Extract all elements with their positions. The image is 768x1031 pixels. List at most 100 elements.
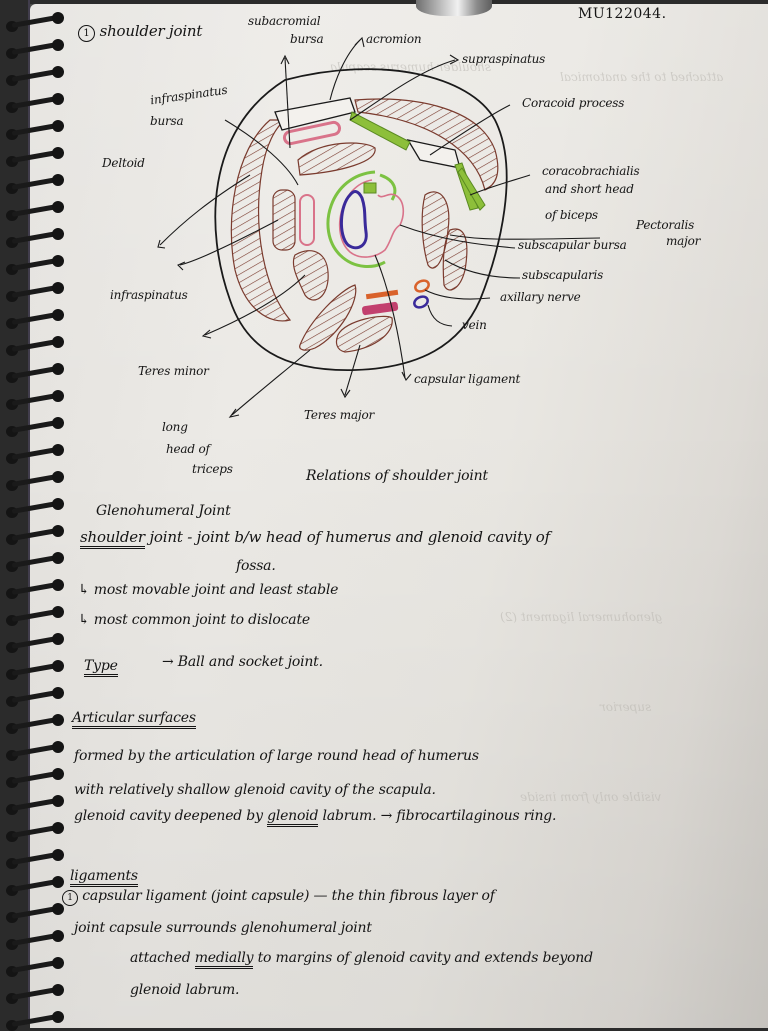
spiral-coil	[6, 579, 64, 599]
spiral-coil	[6, 417, 64, 437]
label-subacromial-bursa: bursa	[290, 32, 324, 46]
spiral-coil	[6, 633, 64, 653]
definition-text: joint - joint b/w head of humerus and gl…	[149, 528, 550, 546]
diagram-caption: Relations of shoulder joint	[306, 468, 488, 484]
label-capsular-ligament: capsular ligament	[414, 372, 521, 386]
spiral-coil	[6, 957, 64, 977]
section-title-glenohumeral: Glenohumeral Joint	[96, 503, 231, 519]
spiral-coil	[6, 552, 64, 572]
spiral-coil	[6, 174, 64, 194]
definition-term: shoulder	[80, 528, 145, 549]
label-subacromial: subacromial	[248, 14, 321, 28]
definition-line-1: shoulder joint - joint b/w head of humer…	[80, 528, 550, 549]
ligament-1-line-2: joint capsule surrounds glenohumeral joi…	[74, 920, 372, 936]
spiral-coil	[6, 471, 64, 491]
spiral-coil	[6, 39, 64, 59]
articular-surfaces-title: Articular surfaces	[72, 710, 196, 729]
articular-text: glenoid cavity deepened by	[74, 808, 263, 824]
label-coracobrachialis: coracobrachialis	[542, 164, 640, 178]
label-teres-minor: Teres minor	[138, 364, 209, 378]
label-subscapular-bursa: subscapular bursa	[518, 238, 627, 252]
spiral-coil	[6, 660, 64, 680]
ligament-1-line-4: glenoid labrum.	[130, 982, 240, 998]
type-label-text: Type	[84, 658, 118, 677]
spiral-coil	[6, 228, 64, 248]
label-infraspinatus: infraspinatus	[110, 288, 188, 302]
label-coracobrachialis-2: and short head	[545, 182, 634, 196]
bullet-text: most common joint to dislocate	[93, 612, 310, 628]
ligament-text: attached	[130, 950, 191, 966]
definition-line-2: fossa.	[236, 558, 276, 574]
spiral-coil	[6, 687, 64, 707]
page-heading: 1 shoulder joint	[78, 22, 202, 42]
spiral-coil	[6, 93, 64, 113]
label-long-head-triceps-3: triceps	[192, 462, 233, 476]
label-coracobrachialis-3: of biceps	[545, 208, 598, 222]
label-infraspinatus-bursa-2: bursa	[150, 114, 184, 128]
spiral-coil	[6, 498, 64, 518]
label-teres-major: Teres major	[304, 408, 374, 422]
articular-line-2: with relatively shallow glenoid cavity o…	[74, 782, 436, 798]
spiral-coil	[6, 822, 64, 842]
spiral-coil	[6, 606, 64, 626]
spiral-coil	[6, 336, 64, 356]
label-coracoid-process: Coracoid process	[522, 96, 625, 110]
spiral-coil	[6, 444, 64, 464]
bullet-arrow-icon: ↳	[78, 582, 90, 598]
ligament-1-line-3: attached medially to margins of glenoid …	[130, 950, 593, 969]
label-pectoralis-major: major	[666, 234, 701, 248]
spiral-coil	[6, 120, 64, 140]
label-deltoid: Deltoid	[102, 156, 145, 170]
bullet-item-2: ↳ most common joint to dislocate	[78, 612, 310, 628]
spiral-coil	[6, 795, 64, 815]
label-supraspinatus: supraspinatus	[462, 52, 546, 66]
student-id: MU122044.	[578, 6, 667, 22]
ligaments-title-text: ligaments	[70, 868, 138, 887]
label-vein: vein	[462, 318, 487, 332]
spiral-coil	[6, 849, 64, 869]
bullet-arrow-icon: ↳	[78, 612, 90, 628]
label-subscapularis: subscapularis	[522, 268, 604, 282]
ligament-text: to margins of glenoid cavity and extends…	[257, 950, 593, 966]
binder-clip	[416, 0, 492, 16]
heading-text: shoulder joint	[99, 22, 203, 40]
binding-line	[28, 0, 30, 1024]
spiral-coil	[6, 201, 64, 221]
label-pectoralis: Pectoralis	[636, 218, 695, 232]
label-axillary-nerve: axillary nerve	[500, 290, 581, 304]
spiral-coil	[6, 903, 64, 923]
label-long-head-triceps-1: long	[162, 420, 188, 434]
spiral-coil	[6, 147, 64, 167]
spiral-binding	[0, 0, 80, 1031]
ligament-1-line-1: 1 capsular ligament (joint capsule) — th…	[62, 888, 495, 906]
articular-line-1: formed by the articulation of large roun…	[74, 748, 479, 764]
ligament-text: capsular ligament (joint capsule) — the …	[82, 888, 495, 904]
spiral-coil	[6, 66, 64, 86]
spiral-coil	[6, 363, 64, 383]
heading-number: 1	[78, 25, 95, 42]
medially-term: medially	[194, 950, 254, 969]
labrum-term: labrum.	[322, 808, 377, 824]
spiral-coil	[6, 255, 64, 275]
spiral-coil	[6, 984, 64, 1004]
notebook-page	[30, 4, 768, 1028]
spiral-coil	[6, 741, 64, 761]
spiral-coil	[6, 282, 64, 302]
articular-line-3: glenoid cavity deepened by glenoid labru…	[74, 808, 557, 827]
label-acromion: acromion	[366, 32, 422, 46]
glenoid-term: glenoid	[267, 808, 318, 827]
spiral-coil	[6, 12, 64, 32]
bullet-item-1: ↳ most movable joint and least stable	[78, 582, 338, 598]
ligaments-title: ligaments	[70, 868, 138, 887]
spiral-coil	[6, 309, 64, 329]
spiral-coil	[6, 930, 64, 950]
spiral-coil	[6, 876, 64, 896]
bullet-text: most movable joint and least stable	[93, 582, 339, 598]
spiral-coil	[6, 525, 64, 545]
articular-title-text: Articular surfaces	[72, 710, 196, 729]
spiral-coil	[6, 714, 64, 734]
type-value: → Ball and socket joint.	[162, 654, 323, 670]
spiral-coil	[6, 768, 64, 788]
fibrocartilage-note: → fibrocartilaginous ring.	[380, 808, 557, 824]
